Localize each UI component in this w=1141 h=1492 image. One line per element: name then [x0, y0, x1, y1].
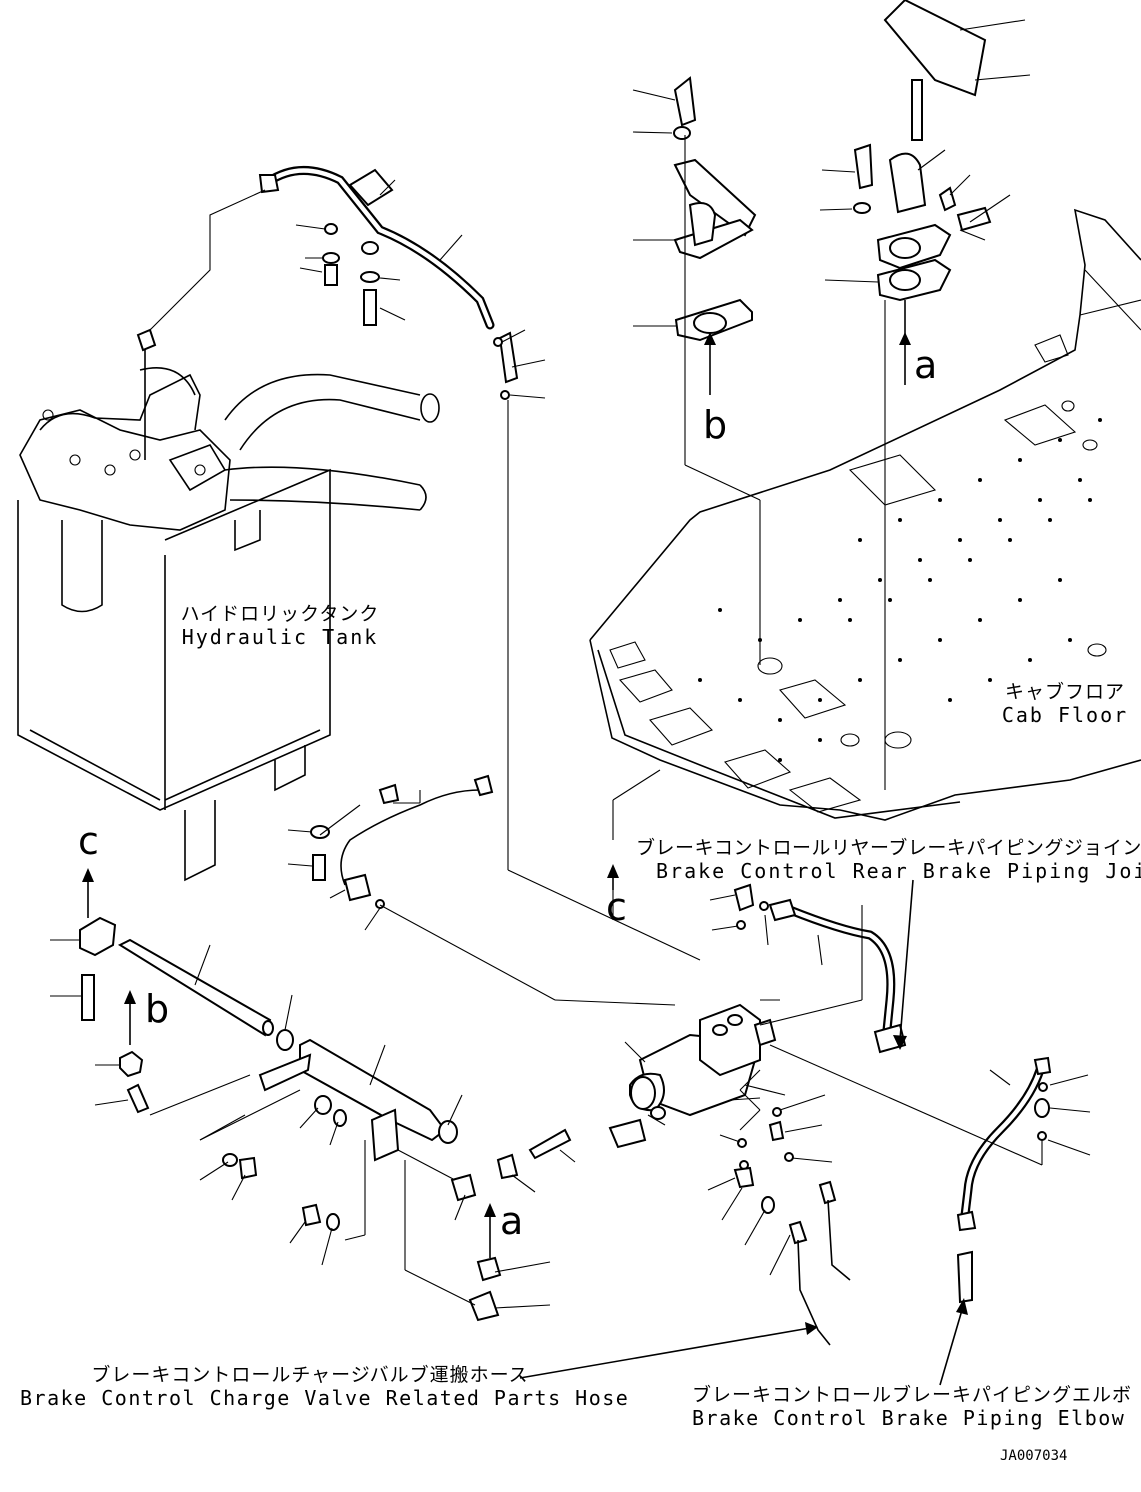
- drawing-code: JA007034: [1000, 1448, 1068, 1464]
- floor-hole: [978, 478, 982, 482]
- brake-switch-harness: [287, 774, 676, 1006]
- pedal-linkage: [50, 916, 761, 1322]
- floor-hole: [1018, 458, 1022, 462]
- floor-hole: [1008, 538, 1012, 542]
- floor-hole: [958, 538, 962, 542]
- floor-hole: [798, 618, 802, 622]
- brake-piping-elbow-hose: [769, 1044, 1091, 1304]
- brake-piping-elbow-label: ブレーキコントロールブレーキパイピングエルボ Brake Control Bra…: [692, 1384, 1133, 1430]
- brake-pedal-left: [632, 76, 761, 665]
- floor-hole: [878, 578, 882, 582]
- floor-hole: [898, 658, 902, 662]
- leader-lines-top: [295, 179, 701, 961]
- cab-floor: [589, 208, 1141, 821]
- floor-hole: [1058, 438, 1062, 442]
- tank-return-hose: [149, 166, 495, 331]
- brake-valve-assembly: [528, 999, 780, 1163]
- hydraulic-tank-label-en: Hydraulic Tank: [181, 624, 379, 649]
- floor-hole: [988, 678, 992, 682]
- reference-letter-b-top: b: [703, 403, 728, 447]
- floor-hole: [968, 558, 972, 562]
- floor-hole: [818, 698, 822, 702]
- floor-hole: [838, 598, 842, 602]
- floor-hole: [998, 518, 1002, 522]
- charge-valve-hose-label-ja: ブレーキコントロールチャージバルブ運搬ホース: [91, 1364, 529, 1386]
- floor-hole: [1058, 578, 1062, 582]
- reference-letter-a-bottom: a: [500, 1199, 524, 1243]
- hydraulic-tank-label: ハイドロリックタンク Hydraulic Tank: [175, 603, 385, 649]
- floor-hole: [928, 578, 932, 582]
- reference-letter-c-left: c: [78, 819, 99, 863]
- brake-piping-elbow-label-en: Brake Control Brake Piping Elbow: [692, 1405, 1126, 1430]
- cab-floor-label-ja: キャブフロア: [1004, 681, 1125, 703]
- floor-hole: [858, 538, 862, 542]
- floor-hole: [858, 678, 862, 682]
- floor-hole: [1038, 498, 1042, 502]
- floor-hole: [948, 698, 952, 702]
- floor-hole: [698, 678, 702, 682]
- reference-letter-c-mid: c: [606, 885, 627, 929]
- hydraulic-tank: [17, 328, 440, 882]
- reference-letter-a-top: a: [914, 343, 938, 387]
- floor-hole: [738, 698, 742, 702]
- floor-hole: [888, 598, 892, 602]
- reference-arrows: [82, 769, 968, 1386]
- floor-hole: [1018, 598, 1022, 602]
- cab-floor-label: キャブフロア Cab Floor: [995, 681, 1135, 727]
- brake-piping-elbow-label-ja: ブレーキコントロールブレーキパイピングエルボ: [692, 1384, 1133, 1406]
- floor-hole: [718, 608, 722, 612]
- floor-hole: [818, 738, 822, 742]
- reference-letter-b-left: b: [145, 987, 170, 1031]
- floor-hole: [1028, 658, 1032, 662]
- floor-hole: [1078, 478, 1082, 482]
- cab-floor-label-en: Cab Floor: [1001, 702, 1129, 727]
- floor-hole: [918, 558, 922, 562]
- floor-hole: [1098, 418, 1102, 422]
- rear-brake-joint-label: ブレーキコントロールリヤーブレーキパイピングジョイント Brake Contro…: [636, 837, 1141, 883]
- hydraulic-tank-label-ja: ハイドロリックタンク: [180, 603, 380, 625]
- brake-pedal-right: [819, 0, 1031, 790]
- rear-brake-joint-label-ja: ブレーキコントロールリヤーブレーキパイピングジョイント: [636, 837, 1141, 859]
- floor-hole: [778, 718, 782, 722]
- floor-hole: [938, 498, 942, 502]
- floor-hole: [938, 638, 942, 642]
- floor-hole: [848, 618, 852, 622]
- charge-valve-hose-label: ブレーキコントロールチャージバルブ運搬ホース Brake Control Cha…: [20, 1364, 630, 1410]
- floor-hole: [778, 758, 782, 762]
- charge-valve-hose-label-en: Brake Control Charge Valve Related Parts…: [20, 1385, 630, 1410]
- cab-floor-holes: [698, 418, 1102, 762]
- hose-clamp-hardware: [322, 223, 519, 400]
- floor-hole: [898, 518, 902, 522]
- floor-hole: [1048, 518, 1052, 522]
- charge-valve-fittings: [707, 1084, 851, 1346]
- rear-brake-hose: [709, 883, 907, 1054]
- floor-hole: [978, 618, 982, 622]
- floor-hole: [1088, 498, 1092, 502]
- rear-brake-joint-label-en: Brake Control Rear Brake Piping Joint: [656, 858, 1141, 883]
- floor-hole: [1068, 638, 1072, 642]
